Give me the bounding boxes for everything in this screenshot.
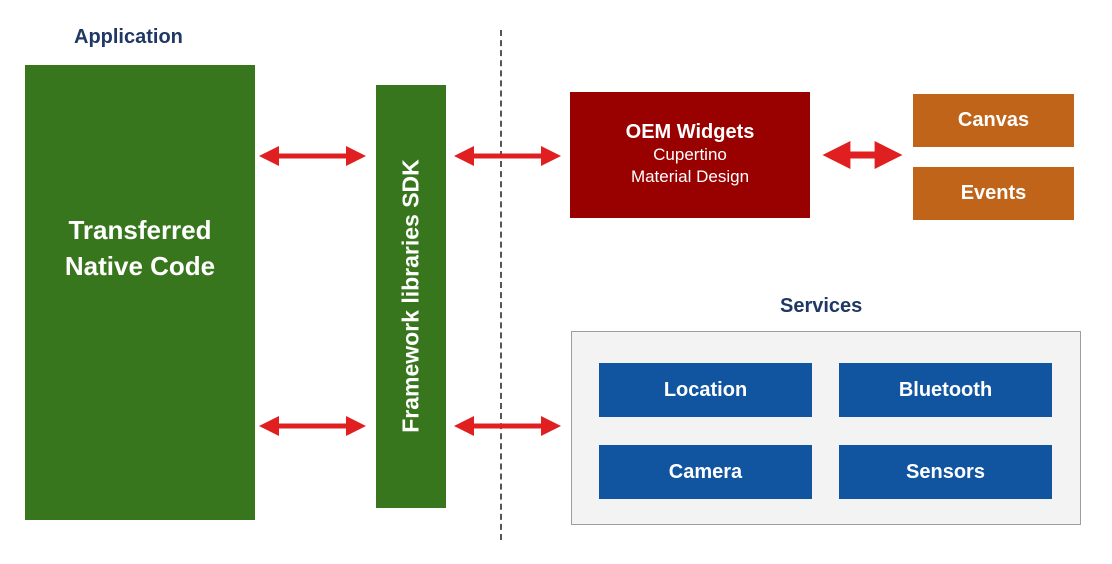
canvas-box: Canvas (913, 94, 1074, 147)
framework-libraries-sdk-box: Framework libraries SDK (376, 85, 446, 508)
transferred-native-code-box: Transferred Native Code (25, 65, 255, 520)
services-heading: Services (780, 295, 863, 317)
native-code-line-2: Native Code (64, 250, 216, 281)
service-sensors-box: Sensors (839, 445, 1052, 499)
oem-widgets-material-design: Material Design (630, 167, 750, 186)
sdk-label: Framework libraries SDK (397, 159, 424, 433)
service-location-box: Location (599, 363, 812, 417)
oem-widgets-box: OEM Widgets Cupertino Material Design (570, 92, 810, 218)
application-heading: Application (74, 26, 183, 48)
oem-widgets-title: OEM Widgets (625, 121, 755, 143)
native-code-line-1: Transferred (68, 214, 212, 245)
platform-divider-line (500, 30, 502, 540)
events-box: Events (913, 167, 1074, 220)
oem-widgets-cupertino: Cupertino (653, 145, 727, 164)
service-camera-box: Camera (599, 445, 812, 499)
service-bluetooth-box: Bluetooth (839, 363, 1052, 417)
